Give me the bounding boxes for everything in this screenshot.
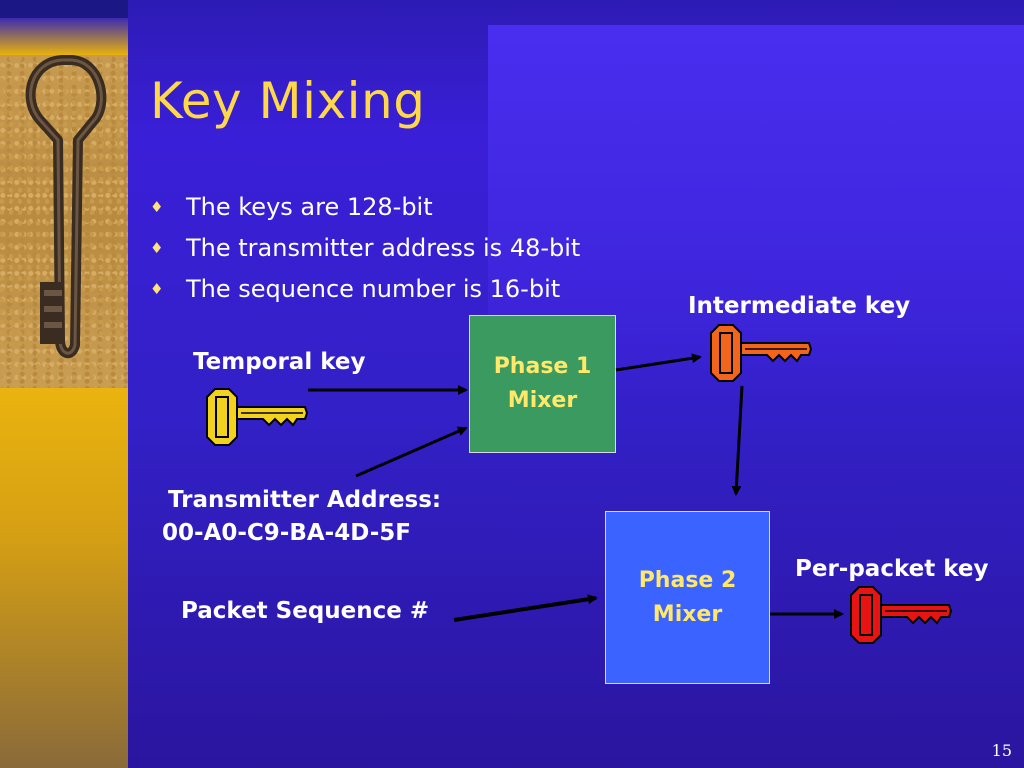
phase2-sublabel: Mixer [652, 601, 723, 627]
antique-key-photo [25, 55, 107, 359]
bullet-list: ♦ The keys are 128-bit ♦ The transmitter… [150, 186, 580, 309]
phase1-sublabel: Mixer [507, 388, 578, 413]
per-packet-key-label: Per-packet key [795, 556, 989, 582]
transmitter-address-label: Transmitter Address: [168, 487, 442, 513]
arrow-phase1-to-intermediate [615, 353, 702, 372]
transmitter-address-value: 00-A0-C9-BA-4D-5F [162, 520, 411, 546]
bullet-text: The keys are 128-bit [186, 192, 433, 221]
bullet-text: The transmitter address is 48-bit [186, 233, 581, 262]
phase1-mixer-box: Phase 1 Mixer [469, 315, 616, 453]
diamond-bullet-icon: ♦ [150, 279, 164, 298]
arrow-address-to-phase1 [355, 426, 468, 478]
diamond-bullet-icon: ♦ [150, 197, 164, 216]
bullet-text: The sequence number is 16-bit [186, 274, 561, 303]
intermediate-key-label: Intermediate key [688, 293, 911, 319]
bullet-item: ♦ The sequence number is 16-bit [150, 268, 580, 309]
phase2-label: Phase 2 [638, 567, 737, 593]
side-bar-fade [0, 18, 128, 55]
packet-sequence-label: Packet Sequence # [181, 598, 430, 624]
bullet-item: ♦ The transmitter address is 48-bit [150, 227, 580, 268]
arrow-sequence-to-phase2 [453, 594, 598, 622]
intermediate-key-icon [710, 324, 812, 382]
temporal-key-icon [206, 388, 308, 446]
phase1-label: Phase 1 [493, 354, 592, 379]
temporal-key-label: Temporal key [193, 349, 366, 375]
per-packet-key-icon [850, 586, 952, 644]
diamond-bullet-icon: ♦ [150, 238, 164, 257]
page-number: 15 [991, 741, 1012, 760]
slide-title: Key Mixing [150, 72, 426, 130]
phase2-mixer-box: Phase 2 Mixer [605, 511, 770, 684]
arrow-intermediate-to-phase2 [731, 385, 744, 496]
bullet-item: ♦ The keys are 128-bit [150, 186, 580, 227]
